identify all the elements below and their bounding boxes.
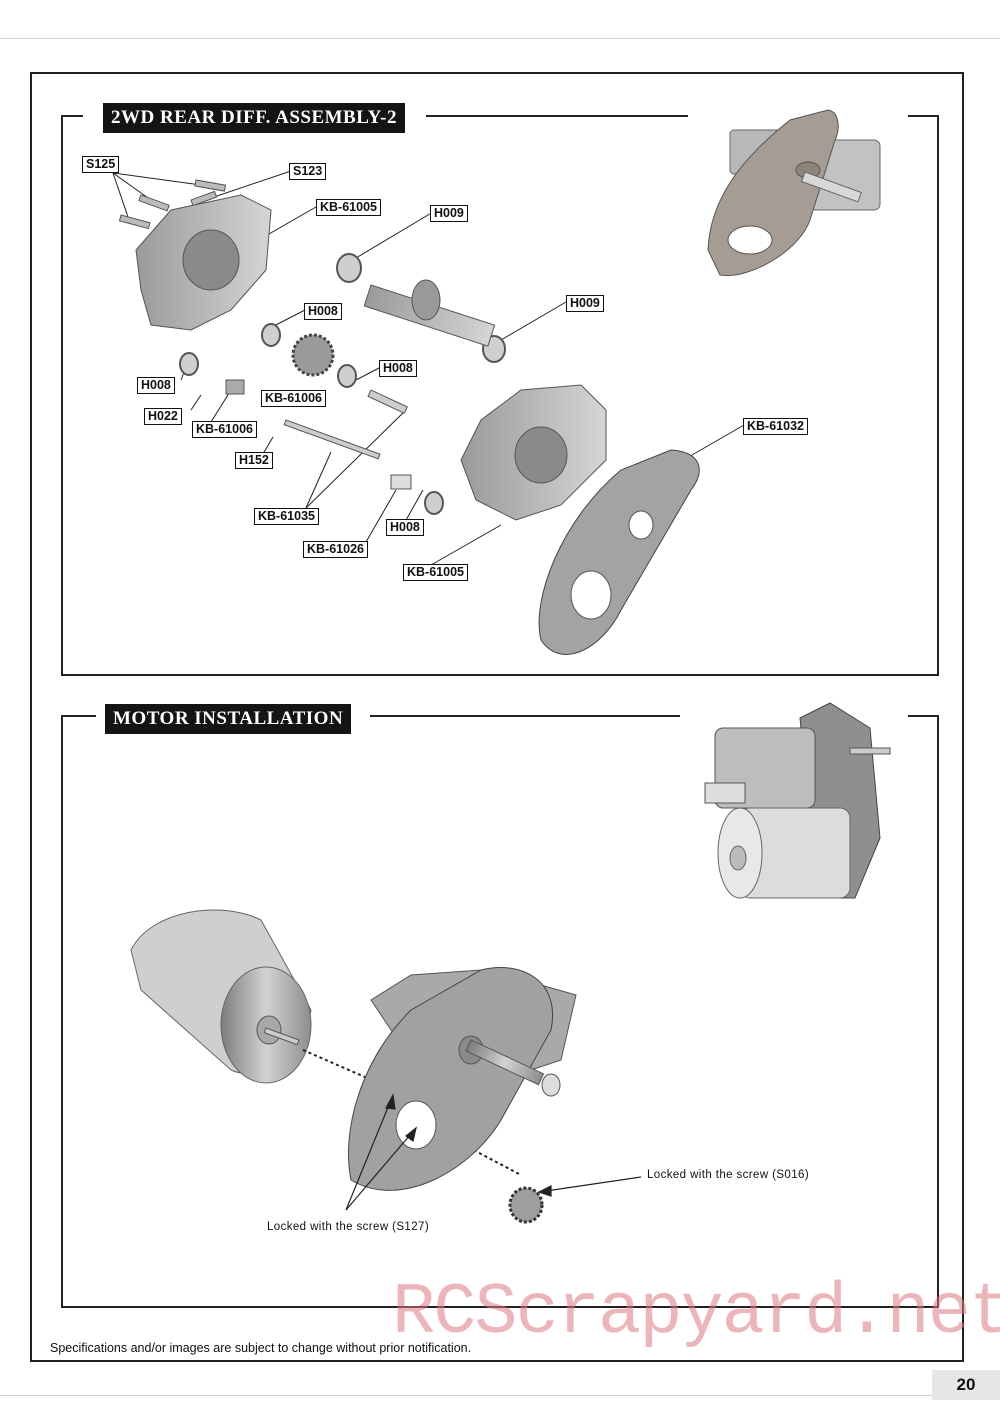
callout-h008-c: H008 bbox=[386, 519, 424, 536]
callout-s125: S125 bbox=[82, 156, 120, 173]
diff-preview-illustration bbox=[690, 100, 908, 282]
page-number: 20 bbox=[932, 1370, 1000, 1400]
callout-h008-b: H008 bbox=[379, 360, 417, 377]
watermark: RCScrapyard.net bbox=[392, 1272, 1000, 1354]
diff-exploded-diagram bbox=[112, 170, 745, 655]
callout-kb61005-bottom: KB-61005 bbox=[403, 564, 468, 581]
motor-frame-top-right bbox=[908, 715, 939, 717]
page-frame bbox=[30, 72, 964, 1362]
diff-section-title: 2WD REAR DIFF. ASSEMBLY-2 bbox=[103, 103, 405, 133]
motor-frame-top-mid bbox=[370, 715, 688, 717]
callout-h008-a: H008 bbox=[304, 303, 342, 320]
motor-preview-illustration bbox=[680, 698, 900, 918]
diff-frame-top-right bbox=[908, 115, 939, 117]
motor-frame-top-left bbox=[61, 715, 96, 717]
callout-kb61026: KB-61026 bbox=[303, 541, 368, 558]
footer-disclaimer: Specifications and/or images are subject… bbox=[50, 1341, 472, 1355]
callout-h152: H152 bbox=[235, 452, 273, 469]
callout-h009-top: H009 bbox=[430, 205, 468, 222]
diff-frame-top-mid bbox=[426, 115, 688, 117]
callout-kb61032: KB-61032 bbox=[743, 418, 808, 435]
motor-install-diagram bbox=[130, 909, 642, 1224]
callout-h009-right: H009 bbox=[566, 295, 604, 312]
bottom-rule bbox=[0, 1395, 1000, 1396]
motor-section-title: MOTOR INSTALLATION bbox=[105, 704, 352, 734]
callout-h008-left: H008 bbox=[137, 377, 175, 394]
top-rule bbox=[0, 38, 1000, 39]
diff-section-frame bbox=[61, 116, 939, 676]
callout-kb61035: KB-61035 bbox=[254, 508, 319, 525]
note-motor-screw: Locked with the screw (S127) bbox=[267, 1221, 430, 1233]
diff-frame-top-left bbox=[61, 115, 83, 117]
motor-section-frame bbox=[61, 716, 939, 1308]
callout-kb61006-low: KB-61006 bbox=[192, 421, 257, 438]
callout-h022: H022 bbox=[144, 408, 182, 425]
callout-kb61006-mid: KB-61006 bbox=[261, 390, 326, 407]
note-pinion-screw: Locked with the screw (S016) bbox=[647, 1169, 810, 1181]
callout-s123: S123 bbox=[289, 163, 327, 180]
callout-kb61005-top: KB-61005 bbox=[316, 199, 381, 216]
